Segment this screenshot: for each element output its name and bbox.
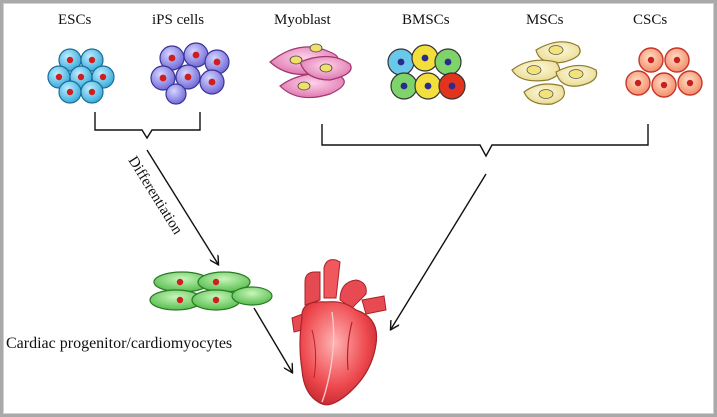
right-bracket xyxy=(321,124,649,158)
to-heart-arrow-icon xyxy=(391,173,487,329)
mscs-cell-cluster-icon xyxy=(511,41,598,105)
label-bmscs: BMSCs xyxy=(402,12,450,28)
cscs-cell-cluster-icon xyxy=(625,47,703,98)
label-escs: ESCs xyxy=(58,12,92,28)
myoblast-cell-cluster-icon xyxy=(269,43,352,99)
bmscs-cell-cluster-icon xyxy=(387,44,466,100)
cardio-to-heart-arrow-icon xyxy=(253,307,292,372)
differentiation-arrow-icon xyxy=(146,149,218,264)
cardiomyocyte-cluster-icon xyxy=(149,271,273,311)
label-ips-cells: iPS cells xyxy=(152,12,204,28)
left-bracket xyxy=(94,112,201,140)
label-cscs: CSCs xyxy=(633,12,667,28)
ips-cell-cluster-icon xyxy=(150,42,230,105)
label-cardiac-progenitor: Cardiac progenitor/cardiomyocytes xyxy=(6,335,232,352)
escs-cell-cluster-icon xyxy=(47,48,115,104)
label-myoblast: Myoblast xyxy=(274,12,332,28)
label-differentiation: Differentiation xyxy=(125,154,186,238)
heart-icon xyxy=(291,259,387,406)
label-mscs: MSCs xyxy=(526,12,564,28)
